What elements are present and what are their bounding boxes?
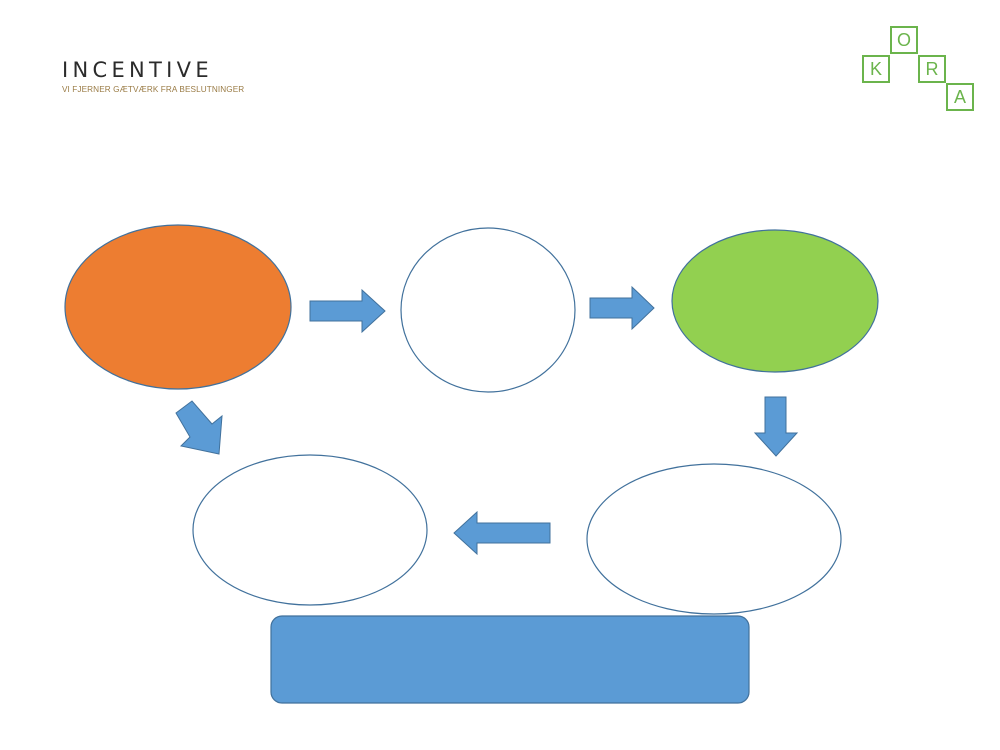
- bottom-left-oval: [192, 454, 428, 606]
- kora-letter-k: K: [862, 55, 890, 83]
- incentive-tagline: VI FJERNER GÆTVÆRK FRA BESLUTNINGER: [62, 85, 245, 94]
- incentive-wordmark: INCENTIVE: [62, 58, 213, 82]
- kora-letter-a: A: [946, 83, 974, 111]
- arrow-green-to-bottom-right: [753, 396, 799, 457]
- bottom-right-oval: [586, 463, 842, 615]
- green-oval: [671, 229, 879, 373]
- arrow-bottom-right-to-bottom-left: [453, 510, 551, 556]
- top-middle-circle: [400, 227, 576, 393]
- orange-oval: [64, 224, 292, 390]
- kora-letter-r: R: [918, 55, 946, 83]
- kora-logo: O K R A: [862, 26, 974, 112]
- bottom-rectangle: [270, 615, 750, 704]
- kora-letter-o: O: [890, 26, 918, 54]
- arrow-middle-to-green: [589, 285, 655, 331]
- arrow-orange-to-bottom-left: [175, 400, 223, 455]
- incentive-logo: INCENTIVE VI FJERNER GÆTVÆRK FRA BESLUTN…: [62, 58, 262, 104]
- arrow-orange-to-middle: [309, 288, 386, 334]
